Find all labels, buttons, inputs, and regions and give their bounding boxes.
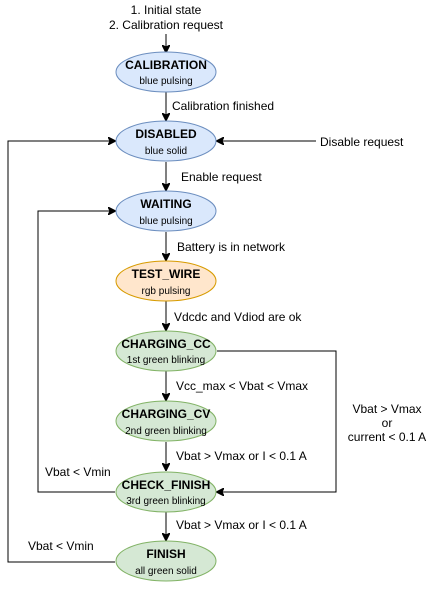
state-calibration-title: CALIBRATION xyxy=(125,58,207,72)
state-finish-subtitle: all green solid xyxy=(135,566,197,577)
edge-label-cc-exit-line2: or xyxy=(382,416,393,430)
state-test-wire-shape xyxy=(115,260,217,302)
edge-label-battery-in-network: Battery is in network xyxy=(177,240,286,254)
state-check-finish: CHECK_FINISH 3rd green blinking xyxy=(115,471,217,513)
edge-finish-to-disabled xyxy=(7,141,115,563)
start-label-calibration-request: 2. Calibration request xyxy=(109,18,224,32)
edge-label-disable-request: Disable request xyxy=(320,135,404,149)
state-charging-cc-shape xyxy=(115,330,217,372)
state-charging-cv: CHARGING_CV 2nd green blinking xyxy=(115,400,217,442)
state-charging-cc-subtitle: 1st green blinking xyxy=(127,355,205,366)
edge-label-cc-exit-line3: current < 0.1 A xyxy=(348,430,426,444)
state-check-finish-title: CHECK_FINISH xyxy=(122,478,211,492)
state-finish-title: FINISH xyxy=(146,547,185,561)
state-disabled-title: DISABLED xyxy=(135,127,197,141)
state-waiting-subtitle: blue pulsing xyxy=(139,216,192,227)
edge-label-calibration-finished: Calibration finished xyxy=(172,99,274,113)
edge-check-finish-to-waiting xyxy=(37,211,115,493)
edge-label-cc-exit-line1: Vbat > Vmax xyxy=(352,402,421,416)
edge-charging-cc-to-check-finish xyxy=(217,350,337,492)
state-check-finish-shape xyxy=(115,471,217,513)
edge-label-enable-request: Enable request xyxy=(181,170,262,184)
state-test-wire: TEST_WIRE rgb pulsing xyxy=(115,260,217,302)
state-disabled-subtitle: blue solid xyxy=(145,146,187,157)
state-calibration: CALIBRATION blue pulsing xyxy=(115,51,217,93)
state-waiting-shape xyxy=(115,190,217,232)
state-waiting: WAITING blue pulsing xyxy=(115,190,217,232)
state-waiting-title: WAITING xyxy=(140,197,191,211)
state-calibration-subtitle: blue pulsing xyxy=(139,76,192,87)
state-charging-cc-title: CHARGING_CC xyxy=(121,337,211,351)
edge-label-cv-exit: Vbat > Vmax or I < 0.1 A xyxy=(176,449,307,463)
state-test-wire-title: TEST_WIRE xyxy=(132,267,201,281)
state-calibration-shape xyxy=(115,51,217,93)
edge-label-vcc-range: Vcc_max < Vbat < Vmax xyxy=(176,379,308,393)
edge-label-check-vbat-vmin: Vbat < Vmin xyxy=(45,465,111,479)
state-charging-cv-shape xyxy=(115,400,217,442)
edge-label-finish-vbat-vmin: Vbat < Vmin xyxy=(28,539,94,553)
state-check-finish-subtitle: 3rd green blinking xyxy=(126,496,206,507)
edge-label-vdcdc-vdiod-ok: Vdcdc and Vdiod are ok xyxy=(174,310,302,324)
state-finish: FINISH all green solid xyxy=(115,540,217,582)
start-label-initial-state: 1. Initial state xyxy=(131,3,202,17)
state-test-wire-subtitle: rgb pulsing xyxy=(142,286,191,297)
state-charging-cv-title: CHARGING_CV xyxy=(122,407,211,421)
edge-label-check-to-finish: Vbat > Vmax or I < 0.1 A xyxy=(176,518,307,532)
state-finish-shape xyxy=(115,540,217,582)
state-charging-cc: CHARGING_CC 1st green blinking xyxy=(115,330,217,372)
state-disabled: DISABLED blue solid xyxy=(115,120,217,162)
state-charging-cv-subtitle: 2nd green blinking xyxy=(125,426,207,437)
state-disabled-shape xyxy=(115,120,217,162)
